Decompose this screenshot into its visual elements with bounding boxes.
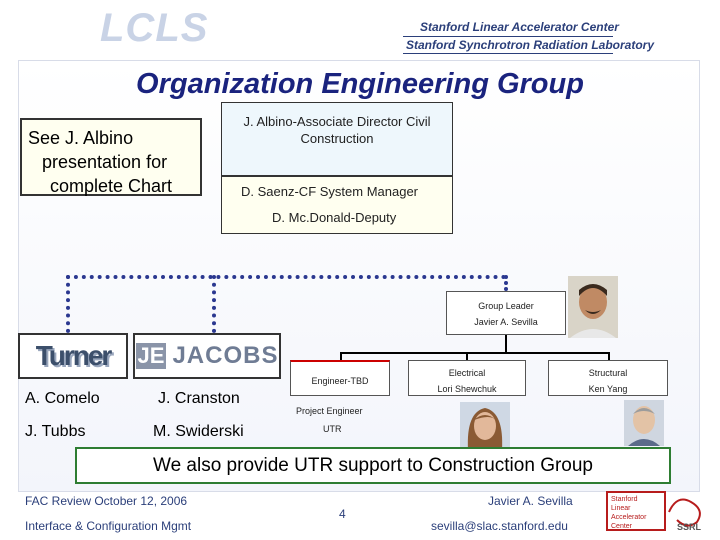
group-leader-photo — [568, 276, 618, 338]
structural-box: Structural Ken Yang — [548, 360, 668, 396]
contractor-dotted-line — [212, 275, 216, 333]
org-name-line1: Stanford Linear Accelerator Center — [420, 20, 619, 34]
utr-label: UTR — [323, 424, 342, 434]
org-connector — [340, 352, 610, 354]
slac-logo-line: Center — [611, 523, 633, 530]
see-note-line: See J. Albino — [28, 128, 134, 148]
electrical-name: Lori Shewchuk — [437, 384, 497, 394]
turner-person: J. Tubbs — [25, 423, 86, 440]
org-connector — [505, 335, 507, 353]
contractor-dotted-line — [504, 275, 508, 291]
see-note-line: complete Chart — [50, 176, 173, 196]
org-connector — [340, 352, 342, 360]
see-note-box: See J. Albino presentation for complete … — [20, 118, 202, 196]
header-divider — [403, 36, 613, 37]
director-box: J. Albino-Associate Director Civil Const… — [221, 102, 453, 176]
group-leader-box: Group Leader Javier A. Sevilla — [446, 291, 566, 335]
page-number: 4 — [339, 507, 346, 521]
director-title: J. Albino-Associate Director Civil — [243, 114, 431, 129]
org-connector — [466, 352, 468, 360]
slac-logo-line: Linear — [611, 505, 631, 512]
slide-title: Organization Engineering Group — [136, 68, 584, 100]
footer-email: sevilla@slac.stanford.edu — [431, 519, 568, 533]
electrical-title: Electrical — [448, 368, 486, 378]
deputy-name: D. Mc.Donald-Deputy — [272, 210, 397, 225]
turner-logo-text: Turner — [35, 340, 113, 371]
contractor-dotted-line — [66, 275, 506, 279]
footer-review: FAC Review October 12, 2006 — [25, 494, 188, 508]
electrical-photo — [460, 402, 510, 450]
slac-logo-line: Stanford — [611, 496, 638, 503]
manager-box — [221, 176, 453, 234]
manager-name: D. Saenz-CF System Manager — [241, 184, 419, 199]
footer-subtitle: Interface & Configuration Mgmt — [25, 519, 192, 533]
org-name-line2: Stanford Synchrotron Radiation Laborator… — [406, 38, 655, 52]
electrical-box: Electrical Lori Shewchuk — [408, 360, 526, 396]
engineer-role: Engineer-TBD — [311, 376, 369, 386]
lcls-logo: LCLS — [100, 6, 209, 50]
group-leader-title: Group Leader — [478, 301, 534, 311]
utr-support-banner: We also provide UTR support to Construct… — [75, 447, 671, 484]
footer-presenter: Javier A. Sevilla — [488, 494, 573, 508]
slac-logo-line: Accelerator — [611, 514, 647, 521]
project-engineer-label: Project Engineer — [296, 406, 363, 416]
turner-logo: Turner — [18, 333, 128, 379]
ssrl-logo-text: SSRL — [677, 522, 702, 532]
jacobs-logo-text: JACOBS — [172, 342, 279, 369]
jacobs-person: J. Cranston — [158, 390, 240, 407]
jacobs-person: M. Swiderski — [153, 423, 244, 440]
group-leader-name: Javier A. Sevilla — [474, 317, 538, 327]
turner-person: A. Comelo — [25, 390, 100, 407]
org-connector — [608, 352, 610, 360]
slac-ssrl-logo: Stanford Linear Accelerator Center SSRL — [606, 491, 702, 532]
structural-title: Structural — [588, 368, 628, 378]
see-note-line: presentation for — [42, 152, 168, 172]
structural-name: Ken Yang — [588, 384, 628, 394]
director-title: Construction — [300, 131, 374, 146]
contractor-dotted-line — [66, 275, 70, 333]
jacobs-logo: JE JACOBS — [133, 333, 281, 379]
structural-photo — [624, 400, 664, 446]
jacobs-logo-mark: JE — [135, 343, 167, 369]
engineer-box: Engineer-TBD — [290, 360, 390, 396]
header-divider — [403, 53, 613, 54]
